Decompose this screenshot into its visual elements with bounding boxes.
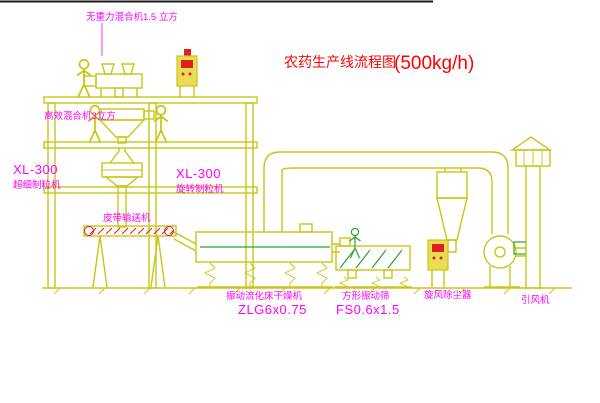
panel-legs [179,86,195,97]
label-sieve-name: 方形振动筛 [342,290,390,302]
induced-draft-fan [483,235,527,288]
label-granulator-mid-name: 旋转制粒机 [176,183,224,195]
label-belt-conveyor: 皮带输送机 [103,212,151,224]
dryer-spring [283,262,296,287]
conveyor-roller [164,226,174,236]
panel-knob [181,72,185,76]
stack-pipe [525,165,541,289]
label-dryer-name: 振动流化床干燥机 [226,290,303,302]
granulator [101,162,143,228]
mixer-body [95,73,143,89]
belt-conveyor [83,225,197,288]
fan-outlet-duct [516,247,526,257]
label-granulator-mid-model: XL-300 [176,166,221,181]
building-frame [42,96,572,295]
stack-cap-roof [509,136,553,151]
drawing-title-capacity: (500kg/h) [394,53,474,74]
gravity-free-mixer [83,63,143,98]
conveyor-belt [83,225,177,237]
sieve-inlet [339,237,351,247]
granulator-cone [104,176,140,187]
floor-slab [43,96,258,104]
label-fan: 引风机 [521,294,550,306]
label-sieve-model: FS0.6x1.5 [336,302,400,317]
stack-cap-louvers [523,150,543,166]
panel-legs [431,270,445,287]
sieve-body [335,245,411,271]
mixer2-cone [98,119,146,138]
dryer-spring [315,262,328,287]
panel-display [181,60,193,68]
label-gravity-free-mixer: 无重力混合机1.5 立方 [86,11,178,23]
dryer-spring [203,262,216,287]
drawing-title: 农药生产线流程图 [284,54,396,70]
conveyor-legs [92,235,166,288]
dryer-spring [243,262,256,287]
label-dryer-model: ZLG6x0.75 [238,302,307,317]
control-panel-2 [427,239,449,287]
mixer2-motor [143,110,155,120]
panel-knob [188,72,192,76]
cyclone-outlet [447,239,457,253]
fan-housing [483,235,517,269]
sieve-outlet [347,269,357,279]
conveyor-roller [84,226,94,236]
fluid-bed-dryer [195,223,333,288]
panel-knob [439,256,443,260]
fan-hub [494,246,506,258]
building-column [47,102,56,289]
exhaust-duct [263,151,509,234]
building-column [245,102,254,289]
granulator-downpipe [117,185,127,228]
cyclone-separator [436,168,468,253]
duct-outer-wall [263,151,509,234]
floor-slab [43,186,258,194]
label-high-efficiency-mixer: 高效混合机3立方 [44,110,116,122]
belt-hatch [89,227,175,235]
high-efficiency-mixer [98,108,155,164]
exhaust-stack [509,136,553,289]
ground-hatch [53,287,556,295]
sieve-screen-mesh [339,249,403,269]
panel-display [432,244,444,252]
mixer-motor [83,75,97,87]
label-granulator-left-name: 超细制粒机 [13,179,61,191]
panel-knob [432,256,436,260]
feed-chute-y [109,148,135,164]
sieve-spring [338,276,349,288]
dryer-vent-stub [299,223,313,233]
duct-inner-wall [281,167,493,234]
floor-slab [43,141,258,149]
fan-legs [489,266,511,287]
control-panel-1 [176,49,198,97]
mixer-legs [100,88,138,97]
panel-beacon [184,49,191,56]
mixer2-discharge [117,136,127,144]
mixer-inlet-hopper [121,63,135,75]
mixer-discharge [114,87,124,98]
sieve-spring [398,276,409,288]
mixer-inlet-hopper [101,63,115,75]
sieve-outlet [383,269,393,279]
cyclone-body [436,171,468,199]
vibrating-sieve [332,237,412,288]
worker-figure [76,58,92,98]
sieve-spring [370,276,381,288]
label-cyclone: 旋风除尘器 [424,289,472,301]
cyclone-cone [436,197,468,241]
discharge-chute [173,231,197,252]
label-granulator-left-model: XL-300 [13,162,58,177]
